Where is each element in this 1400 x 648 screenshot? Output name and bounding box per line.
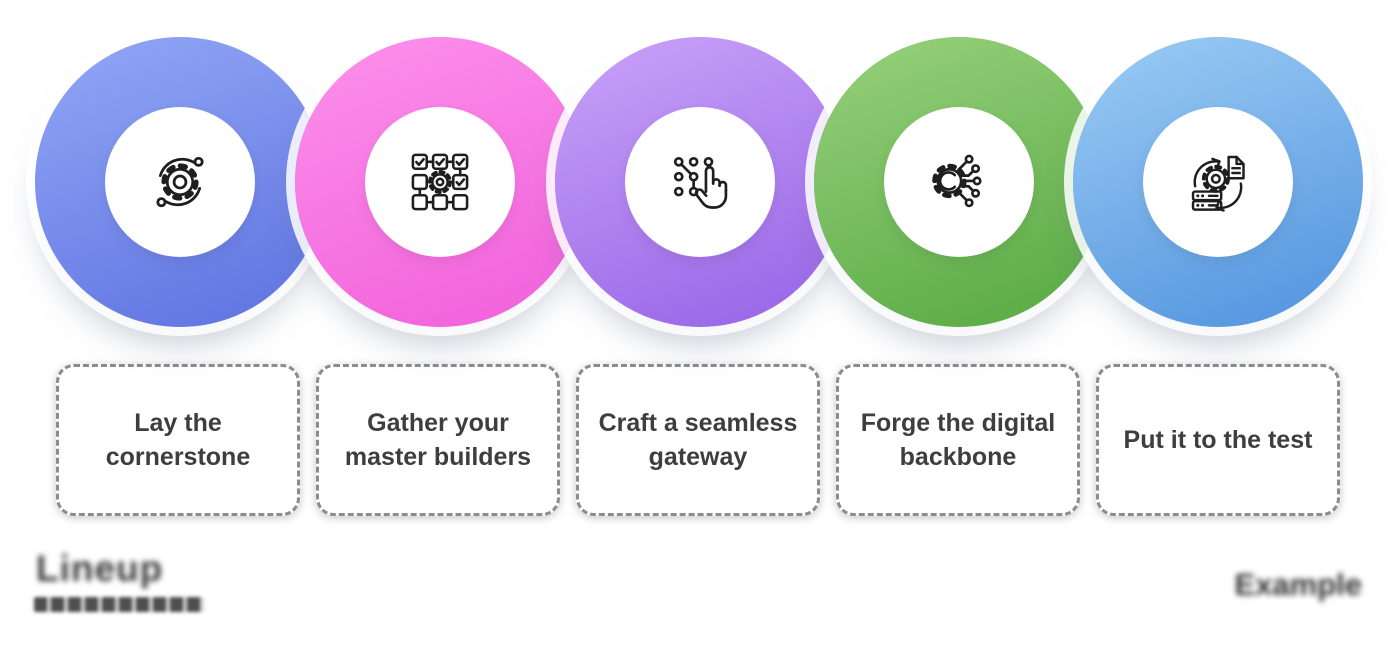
- workflow-checklist-icon: [411, 153, 469, 211]
- step-circle-5: [1073, 37, 1363, 327]
- data-transfer-icon: [1191, 155, 1245, 212]
- step-circle-2: [295, 37, 585, 327]
- step-title-3: Craft a seamless gateway: [598, 408, 798, 472]
- step-disc-3: [555, 37, 845, 327]
- step-icon-holder-2: [365, 107, 515, 257]
- brand-logo-text: Lineup: [36, 548, 164, 589]
- tap-gesture-icon: [673, 156, 728, 209]
- step-title-5: Put it to the test: [1123, 425, 1313, 454]
- step-disc-1: [35, 37, 325, 327]
- step-title-2: Gather your master builders: [344, 408, 532, 472]
- step-icon-holder-5: [1143, 107, 1293, 257]
- step-circle-3: [555, 37, 845, 327]
- step-circle-1: [35, 37, 325, 327]
- step-title-1: Lay the cornerstone: [105, 408, 251, 472]
- step-circle-4: [814, 37, 1104, 327]
- step-title-4: Forge the digital backbone: [860, 408, 1056, 472]
- step-disc-5: [1073, 37, 1363, 327]
- step-card-3: Craft a seamless gateway: [576, 364, 820, 516]
- step-icon-holder-1: [105, 107, 255, 257]
- step-card-5: Put it to the test: [1096, 364, 1340, 516]
- step-disc-4: [814, 37, 1104, 327]
- step-card-1: Lay the cornerstone: [56, 364, 300, 516]
- step-card-2: Gather your master builders: [316, 364, 560, 516]
- step-disc-2: [295, 37, 585, 327]
- step-icon-holder-4: [884, 107, 1034, 257]
- gear-circuit-icon: [932, 154, 982, 208]
- watermark-text: Example: [1234, 567, 1362, 602]
- step-icon-holder-3: [625, 107, 775, 257]
- orbit-gear-icon: [156, 156, 204, 208]
- step-card-4: Forge the digital backbone: [836, 364, 1080, 516]
- brand-tagline-redacted: [34, 597, 204, 612]
